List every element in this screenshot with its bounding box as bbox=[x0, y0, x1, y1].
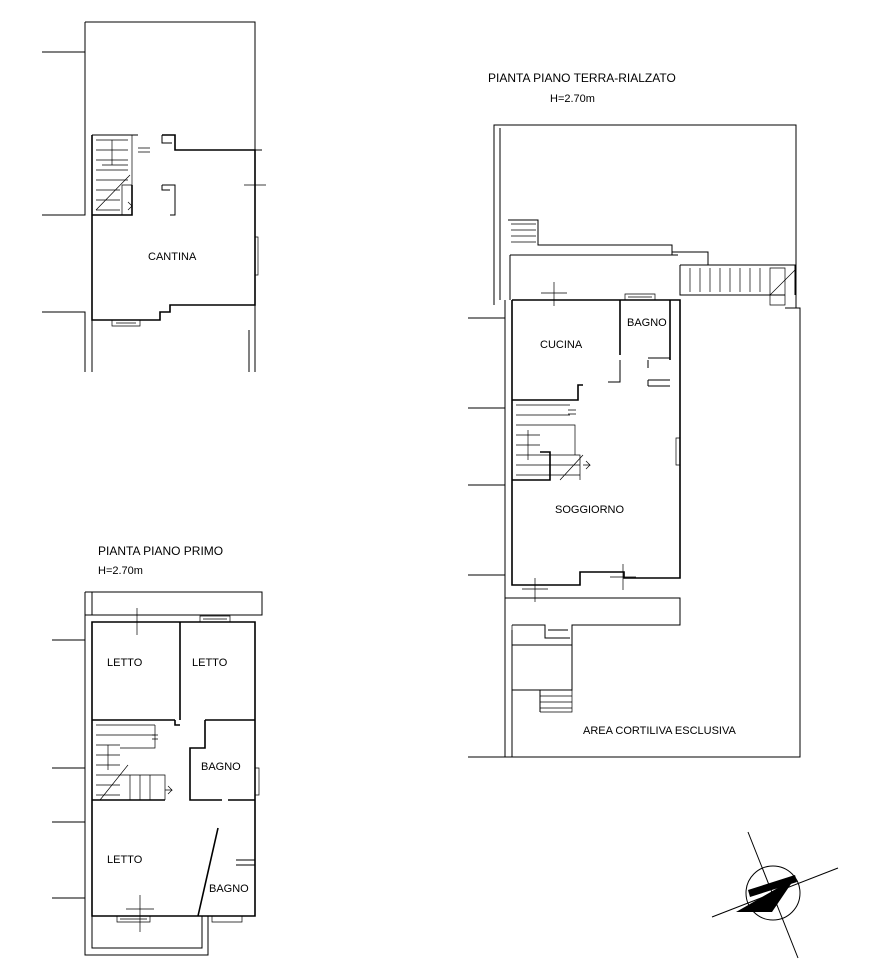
first-floor-height: H=2.70m bbox=[98, 565, 143, 577]
ground-floor-plan: PIANTA PIANO TERRA-RIALZATO H=2.70m bbox=[468, 71, 801, 758]
north-arrow-icon bbox=[711, 831, 839, 959]
first-floor-plan: PIANTA PIANO PRIMO H=2.70m bbox=[52, 544, 263, 956]
basement-plan: CANTINA bbox=[42, 21, 266, 372]
ground-floor-height: H=2.70m bbox=[550, 93, 595, 105]
room-label-bagno-first-2: BAGNO bbox=[209, 883, 249, 895]
room-label-cucina: CUCINA bbox=[540, 339, 583, 351]
room-label-area-cortiliva: AREA CORTILIVA ESCLUSIVA bbox=[583, 725, 736, 737]
room-label-letto-1: LETTO bbox=[107, 657, 143, 669]
ground-floor-title: PIANTA PIANO TERRA-RIALZATO bbox=[488, 71, 676, 85]
room-label-letto-2: LETTO bbox=[192, 657, 228, 669]
first-floor-title: PIANTA PIANO PRIMO bbox=[98, 544, 223, 558]
room-label-letto-3: LETTO bbox=[107, 854, 143, 866]
room-label-cantina: CANTINA bbox=[148, 251, 197, 263]
room-label-bagno-first-1: BAGNO bbox=[201, 761, 241, 773]
room-label-bagno-ground: BAGNO bbox=[627, 317, 667, 329]
room-label-soggiorno: SOGGIORNO bbox=[555, 504, 625, 516]
